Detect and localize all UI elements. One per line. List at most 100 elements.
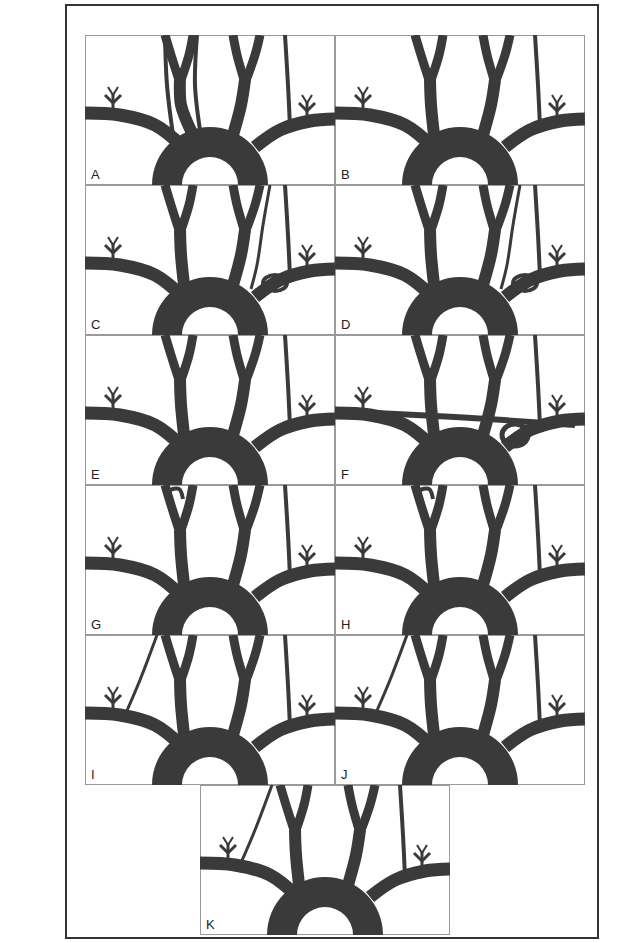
left-subclavian-artery	[255, 719, 335, 747]
subclavian-branches	[302, 695, 307, 703]
left-subclavian-artery	[255, 419, 335, 447]
right-carotid-branch	[295, 785, 308, 833]
subclavian-branches	[363, 387, 368, 395]
left-carotid-branch	[245, 185, 260, 233]
subclavian-branches	[105, 545, 113, 553]
right-subclavian-artery	[335, 563, 433, 597]
subclavian-branches	[113, 537, 118, 545]
subclavian-branches	[105, 395, 113, 403]
subclavian-branches	[307, 395, 312, 403]
subclavian-branches	[108, 237, 113, 245]
right-vertebral-artery	[125, 635, 157, 715]
subclavian-branches	[307, 245, 312, 253]
left-carotid-artery	[483, 230, 495, 285]
subclavian-branches	[113, 95, 121, 103]
subclavian-branches	[417, 845, 422, 853]
subclavian-branches	[105, 695, 113, 703]
left-carotid-branch	[495, 35, 510, 83]
subclavian-branches	[363, 237, 368, 245]
subclavian-branches	[113, 695, 121, 703]
subclavian-branches	[358, 237, 363, 245]
subclavian-branches	[355, 95, 363, 103]
left-carotid-artery	[233, 380, 245, 435]
right-subclavian-artery	[335, 713, 433, 747]
left-carotid-artery	[483, 680, 495, 735]
right-carotid-artery	[180, 80, 193, 135]
left-carotid-branch	[495, 635, 510, 683]
subclavian-branches	[358, 87, 363, 95]
right-carotid-branch	[430, 35, 443, 83]
left-vertebral-artery	[400, 785, 405, 877]
subclavian-branches	[108, 87, 113, 95]
subclavian-branches	[108, 387, 113, 395]
subclavian-branches	[557, 553, 565, 561]
subclavian-branches	[355, 545, 363, 553]
variant-panel	[85, 485, 335, 635]
subclavian-branches	[302, 395, 307, 403]
panel-frame	[336, 336, 585, 485]
subclavian-branches	[302, 245, 307, 253]
panel-letter: D	[339, 317, 352, 332]
right-carotid-artery	[430, 680, 435, 743]
right-carotid-artery	[180, 530, 185, 593]
left-subclavian-artery	[255, 569, 335, 597]
panel-frame	[201, 786, 450, 935]
subclavian-branches	[552, 245, 557, 253]
subclavian-branches	[113, 87, 118, 95]
vertebral-artery	[195, 35, 200, 130]
vessel-loop	[263, 275, 287, 291]
right-carotid-branch	[430, 335, 443, 383]
vessel-loop	[513, 275, 537, 291]
subclavian-branches	[557, 95, 562, 103]
subclavian-branches	[223, 837, 228, 845]
outer-frame	[66, 5, 598, 938]
left-carotid-artery	[233, 530, 245, 585]
subclavian-branches	[422, 853, 430, 861]
variant-panel	[85, 35, 335, 185]
variant-panel	[335, 635, 585, 785]
variant-panel	[85, 335, 335, 485]
panel-letter: H	[339, 617, 352, 632]
left-carotid-artery	[233, 680, 245, 735]
right-subclavian-artery	[335, 263, 433, 297]
variant-panel	[200, 785, 450, 935]
subclavian-branches	[414, 853, 422, 861]
left-subclavian-artery	[505, 119, 585, 147]
subclavian-branches	[557, 545, 562, 553]
subclavian-branches	[358, 537, 363, 545]
subclavian-branches	[299, 553, 307, 561]
left-carotid-artery	[348, 830, 360, 885]
left-subclavian-artery	[505, 719, 585, 747]
left-vertebral-artery	[535, 635, 540, 727]
right-subclavian-artery	[85, 563, 183, 597]
right-carotid-branch	[430, 185, 443, 233]
vessel-loop	[502, 424, 528, 446]
subclavian-branches	[228, 845, 236, 853]
aberrant-subclavian-artery	[335, 411, 575, 425]
right-carotid-branch	[180, 635, 193, 683]
subclavian-branches	[549, 403, 557, 411]
subclavian-branches	[105, 245, 113, 253]
left-carotid-artery	[233, 80, 245, 135]
panel-letter: K	[204, 917, 217, 932]
subclavian-branches	[307, 253, 315, 261]
carotid-hook	[417, 489, 433, 499]
subclavian-branches	[113, 545, 121, 553]
panel-letter: J	[339, 767, 350, 782]
subclavian-branches	[557, 403, 565, 411]
subclavian-branches	[363, 245, 371, 253]
subclavian-branches	[302, 95, 307, 103]
subclavian-branches	[557, 395, 562, 403]
left-carotid-branch	[245, 485, 260, 533]
subclavian-branches	[307, 103, 315, 111]
right-subclavian-artery	[85, 113, 183, 147]
subclavian-branches	[363, 687, 368, 695]
left-carotid-branch	[245, 335, 260, 383]
left-subclavian-artery	[370, 869, 450, 897]
panel-letter: A	[89, 167, 102, 182]
carotid-hook	[167, 489, 183, 499]
subclavian-branches	[307, 95, 312, 103]
subclavian-branches	[355, 245, 363, 253]
subclavian-branches	[557, 703, 565, 711]
right-carotid-artery	[430, 230, 435, 293]
